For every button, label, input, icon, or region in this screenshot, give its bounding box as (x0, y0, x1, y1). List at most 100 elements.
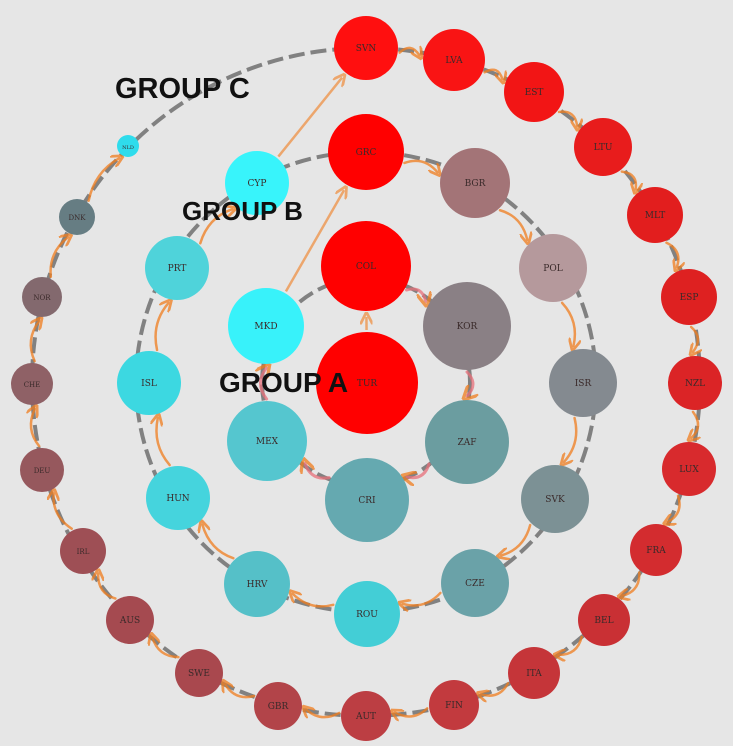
node-isl: ISL (117, 351, 181, 415)
group-transfer-arrow (277, 78, 342, 158)
node-mlt: MLT (627, 187, 683, 243)
flow-arrow (620, 170, 636, 190)
node-label: ITA (526, 669, 542, 679)
node-circle (662, 442, 716, 496)
node-aut: AUT (341, 691, 391, 741)
node-label: HRV (247, 580, 268, 590)
node-svk: SVK (521, 465, 589, 533)
node-label: MKD (254, 322, 277, 332)
node-circle (227, 401, 307, 481)
node-label: GRC (356, 148, 377, 158)
node-circle (11, 363, 53, 405)
node-label: NZL (685, 379, 705, 389)
node-lux: LUX (662, 442, 716, 496)
node-circle (549, 349, 617, 417)
flow-arrow (564, 416, 578, 462)
flow-arrow (557, 110, 577, 127)
node-label: FIN (445, 701, 463, 711)
node-ltu: LTU (574, 118, 632, 176)
node-circle (441, 549, 509, 617)
node-kor: KOR (423, 282, 511, 370)
node-circle (661, 269, 717, 325)
flow-arrow (293, 594, 335, 608)
node-nor: NOR (22, 277, 62, 317)
flow-arrow (398, 48, 420, 55)
node-ita: ITA (508, 647, 560, 699)
node-label: NOR (33, 294, 51, 302)
node-label: CYP (248, 179, 267, 189)
node-svn: SVN (334, 16, 398, 80)
flow-arrow (199, 209, 232, 245)
node-circle (440, 148, 510, 218)
node-fra: FRA (630, 524, 682, 576)
node-irl: IRL (60, 528, 106, 574)
node-gbr: GBR (254, 682, 302, 730)
node-che: CHE (11, 363, 53, 405)
node-label: NLD (122, 145, 134, 151)
flow-arrow (404, 287, 425, 302)
node-circle (574, 118, 632, 176)
node-label: PRT (168, 264, 187, 274)
node-label: ISR (575, 379, 592, 389)
flow-arrow (665, 241, 678, 268)
node-isr: ISR (549, 349, 617, 417)
node-label: GBR (268, 702, 289, 712)
flow-arrow (225, 684, 256, 699)
node-circle (225, 151, 289, 215)
node-est: EST (504, 62, 564, 122)
node-circle (228, 288, 304, 364)
node-grc: GRC (328, 114, 404, 190)
node-cyp: CYP (225, 151, 289, 215)
node-label: SVK (545, 495, 565, 505)
node-label: FRA (646, 546, 666, 556)
node-circle (224, 551, 290, 617)
node-circle (146, 466, 210, 530)
node-label: MLT (645, 211, 665, 221)
node-zaf: ZAF (425, 400, 509, 484)
node-circle (521, 465, 589, 533)
node-label: ISL (141, 379, 157, 389)
flow-arrow (87, 158, 120, 203)
node-circle (321, 221, 411, 311)
flow-arrow (667, 494, 681, 522)
node-circle (117, 351, 181, 415)
flow-arrow (49, 237, 69, 279)
flow-arrow (403, 159, 437, 172)
flow-arrow (395, 707, 429, 716)
node-circle (334, 581, 400, 647)
flow-arrow (407, 462, 431, 478)
flow-arrow (154, 303, 169, 352)
node-label: CZE (465, 579, 485, 589)
flow-arrow (483, 68, 503, 80)
node-circle (175, 649, 223, 697)
flow-arrow (54, 493, 73, 530)
node-circle (325, 458, 409, 542)
flow-arrow (622, 571, 641, 595)
country-nodes: TURCOLKORZAFCRIMEXMKDGRCBGRPOLISRSVKCZER… (11, 16, 722, 741)
node-label: CRI (358, 496, 376, 506)
flow-arrow (467, 370, 473, 396)
flow-arrow (29, 321, 39, 363)
node-label: KOR (457, 322, 478, 332)
node-nzl: NZL (668, 356, 722, 410)
flow-arrow (481, 682, 510, 695)
node-aus: AUS (106, 596, 154, 644)
node-label: DEU (34, 467, 51, 475)
node-hrv: HRV (224, 551, 290, 617)
node-cze: CZE (441, 549, 509, 617)
node-tur: TUR (316, 332, 418, 434)
flow-arrow (202, 525, 235, 560)
node-circle (334, 16, 398, 80)
node-label: MEX (256, 437, 279, 447)
node-deu: DEU (20, 448, 64, 492)
node-label: SWE (188, 669, 210, 679)
node-label: COL (356, 262, 376, 272)
node-hun: HUN (146, 466, 210, 530)
flow-arrow (156, 418, 171, 467)
node-label: TUR (357, 379, 378, 389)
node-label: LUX (679, 465, 699, 475)
node-circle (22, 277, 62, 317)
node-circle (328, 114, 404, 190)
node-label: BEL (594, 616, 613, 626)
node-label: AUT (355, 712, 376, 722)
